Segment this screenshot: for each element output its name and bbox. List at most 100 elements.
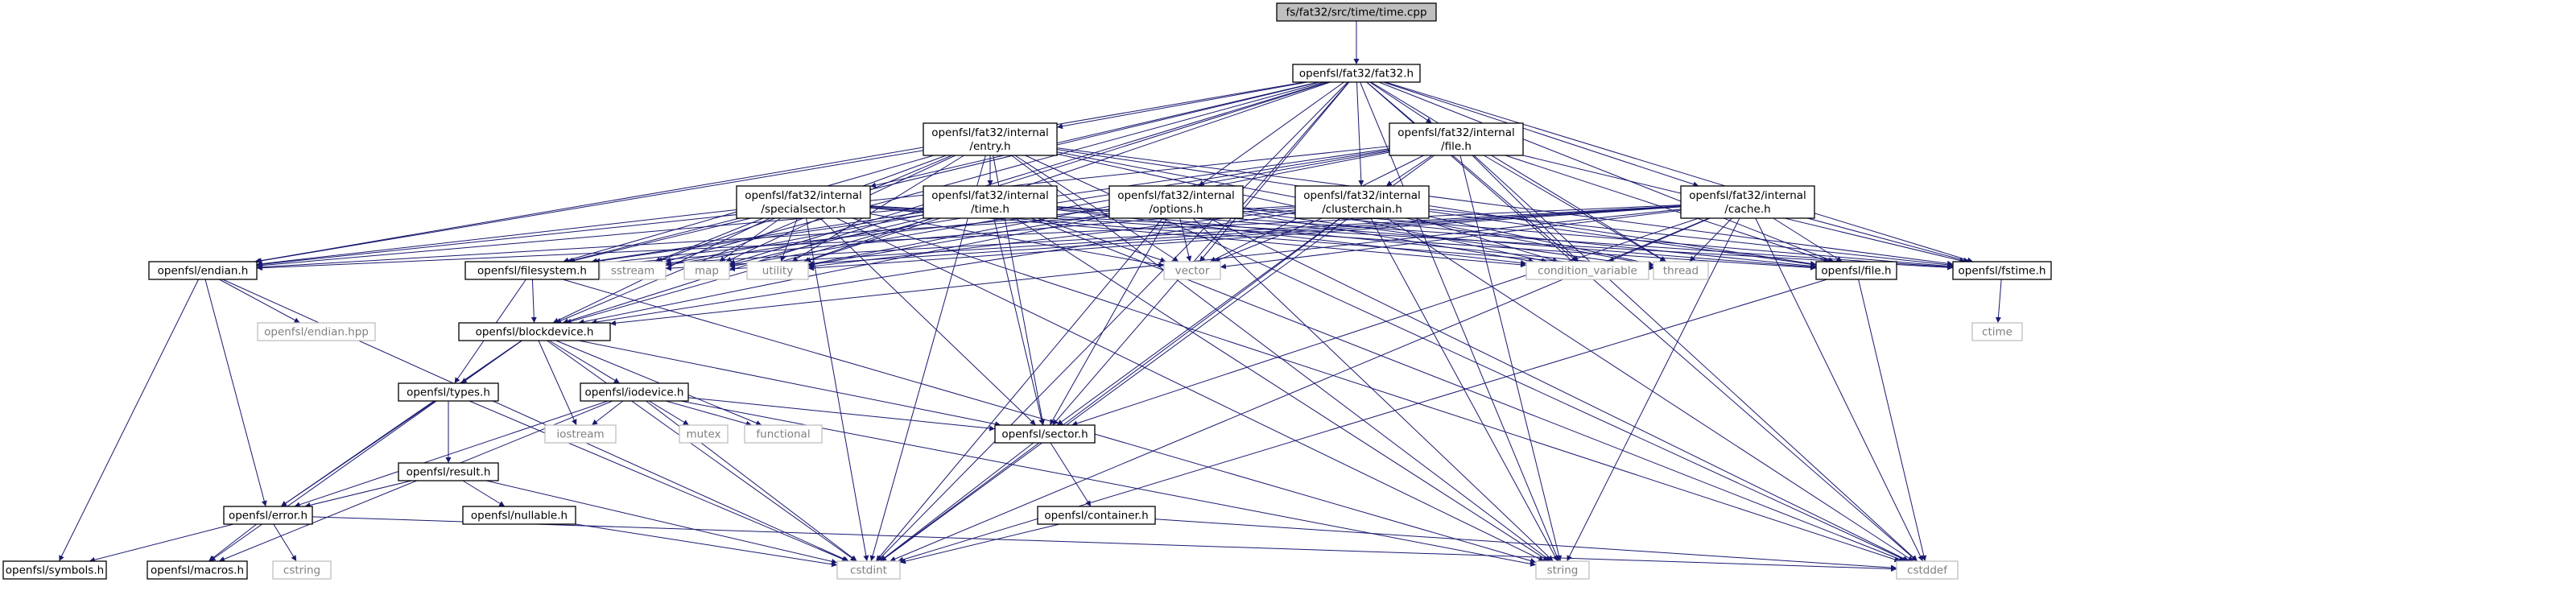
- node-label: map: [695, 265, 719, 278]
- edge-cache-to-string: [1567, 217, 1740, 562]
- node-endian[interactable]: openfsl/endian.h: [148, 261, 258, 280]
- node-label: openfsl/types.h: [407, 386, 490, 399]
- node-label: utility: [762, 265, 793, 278]
- edge-file_int-to-cstddef: [1473, 155, 1918, 562]
- node-file_int[interactable]: openfsl/fat32/internal/file.h: [1389, 122, 1524, 156]
- edge-cache-to-sector: [1071, 217, 1699, 427]
- node-cache[interactable]: openfsl/fat32/internal/cache.h: [1680, 185, 1815, 219]
- node-label: openfsl/endian.hpp: [264, 326, 369, 339]
- node-functional: functional: [744, 424, 823, 444]
- edge-error-to-cstddef: [312, 516, 1897, 572]
- node-label: openfsl/blockdevice.h: [476, 326, 594, 339]
- node-container[interactable]: openfsl/container.h: [1037, 506, 1156, 525]
- edge-blockdev-to-sector: [578, 340, 1001, 428]
- edge-fat32-to-cond: [1366, 81, 1578, 262]
- edge-time_int-to-filesystem: [591, 211, 924, 264]
- edge-fat32-to-cluster: [1356, 81, 1364, 187]
- edge-container-to-cstddef: [1154, 519, 1897, 571]
- edge-fat32-to-sector: [1052, 81, 1349, 426]
- node-label: openfsl/fat32/internal: [1303, 189, 1421, 202]
- node-box: [458, 322, 611, 341]
- edge-fat32-to-utility: [803, 81, 1331, 263]
- node-label: /options.h: [1149, 203, 1203, 216]
- node-box: [1292, 64, 1421, 83]
- node-label: /cache.h: [1724, 203, 1770, 216]
- node-label: openfsl/fat32/internal: [1689, 189, 1806, 202]
- edge-cache-to-cstddef: [1755, 217, 1924, 562]
- edge-file_int-to-cluster: [1385, 155, 1433, 187]
- node-box: [923, 185, 1058, 219]
- node-label: openfsl/nullable.h: [471, 510, 568, 523]
- node-box: [2, 560, 107, 580]
- edge-cluster-to-vector: [1214, 217, 1323, 262]
- node-iodevice[interactable]: openfsl/iodevice.h: [580, 382, 689, 402]
- node-macros[interactable]: openfsl/macros.h: [147, 560, 248, 580]
- node-box: [580, 382, 689, 402]
- edge-cache-to-filesystem: [598, 205, 1682, 270]
- edge-special-to-filesystem: [567, 217, 740, 263]
- node-label: cstddef: [1907, 564, 1948, 577]
- node-entry[interactable]: openfsl/fat32/internal/entry.h: [923, 122, 1058, 156]
- node-box: [923, 122, 1058, 156]
- edge-cache-to-sstream: [665, 205, 1682, 271]
- edge-fat32-to-endian: [254, 81, 1305, 264]
- node-cluster[interactable]: openfsl/fat32/internal/clusterchain.h: [1294, 185, 1430, 219]
- edge-cluster-to-sector: [1056, 217, 1340, 426]
- node-map: map: [683, 261, 730, 280]
- nodes-layer: fs/fat32/src/time/time.cpp openfsl/fat32/…: [2, 2, 2052, 580]
- node-special[interactable]: openfsl/fat32/internal/specialsector.h: [736, 185, 871, 219]
- node-label: vector: [1175, 265, 1210, 278]
- node-root[interactable]: fs/fat32/src/time/time.cpp: [1276, 2, 1437, 22]
- node-fat32[interactable]: openfsl/fat32/fat32.h: [1292, 64, 1421, 83]
- node-fstime[interactable]: openfsl/fstime.h: [1952, 261, 2052, 280]
- edge-time_int-to-utility: [805, 217, 941, 263]
- edge-cache-to-vector: [1220, 209, 1682, 270]
- node-label: openfsl/sector.h: [1001, 428, 1088, 441]
- node-box: [1815, 261, 1897, 280]
- node-filesystem[interactable]: openfsl/filesystem.h: [464, 261, 600, 280]
- edge-fat32-to-entry: [1056, 81, 1308, 130]
- node-label: openfsl/fat32/internal: [931, 126, 1049, 139]
- node-box: [398, 462, 499, 481]
- edge-iodevice-to-string: [680, 400, 1537, 567]
- node-cstring: cstring: [272, 560, 332, 580]
- edge-cache-to-utility: [807, 206, 1682, 271]
- edge-types-to-error: [280, 400, 436, 507]
- node-nullable[interactable]: openfsl/nullable.h: [462, 506, 576, 525]
- node-box: [1389, 122, 1524, 156]
- node-label: openfsl/error.h: [229, 510, 308, 523]
- node-result[interactable]: openfsl/result.h: [398, 462, 499, 481]
- node-label: openfsl/fat32/internal: [1397, 126, 1515, 139]
- node-types[interactable]: openfsl/types.h: [398, 382, 499, 402]
- node-label: openfsl/iodevice.h: [585, 386, 684, 399]
- edge-blockdev-to-cstdint: [547, 340, 857, 562]
- edge-time_int-to-sector: [993, 217, 1045, 426]
- node-box: [1525, 261, 1649, 280]
- edge-special-to-utility: [780, 217, 798, 262]
- edge-error-to-symbols: [89, 523, 234, 563]
- edge-cache-to-fstime: [1807, 217, 1970, 263]
- node-sector[interactable]: openfsl/sector.h: [994, 424, 1096, 444]
- node-time_int[interactable]: openfsl/fat32/internal/time.h: [923, 185, 1058, 219]
- node-blockdev[interactable]: openfsl/blockdevice.h: [458, 322, 611, 341]
- node-label: openfsl/fat32/internal: [745, 189, 862, 202]
- node-box: [736, 185, 871, 219]
- node-label: cstdint: [850, 564, 887, 577]
- edge-fat32-to-file: [1378, 81, 1835, 262]
- node-box: [744, 424, 823, 444]
- edge-file_int-to-string: [1459, 155, 1563, 562]
- node-box: [148, 261, 258, 280]
- node-error[interactable]: openfsl/error.h: [223, 506, 313, 525]
- edge-filesystem-to-blockdev: [530, 279, 537, 324]
- node-file[interactable]: openfsl/file.h: [1815, 261, 1897, 280]
- node-label: thread: [1663, 265, 1699, 278]
- node-symbols[interactable]: openfsl/symbols.h: [2, 560, 107, 580]
- edge-entry-to-cstdint: [869, 155, 986, 562]
- edge-options-to-cstddef: [1208, 217, 1909, 562]
- node-options[interactable]: openfsl/fat32/internal/options.h: [1108, 185, 1244, 219]
- node-label: openfsl/fat32/internal: [1117, 189, 1235, 202]
- node-label: string: [1547, 564, 1579, 577]
- edge-cache-to-blockdev: [609, 209, 1682, 326]
- edge-special-to-cstddef: [852, 217, 1901, 563]
- edge-file_int-to-thread: [1483, 155, 1666, 262]
